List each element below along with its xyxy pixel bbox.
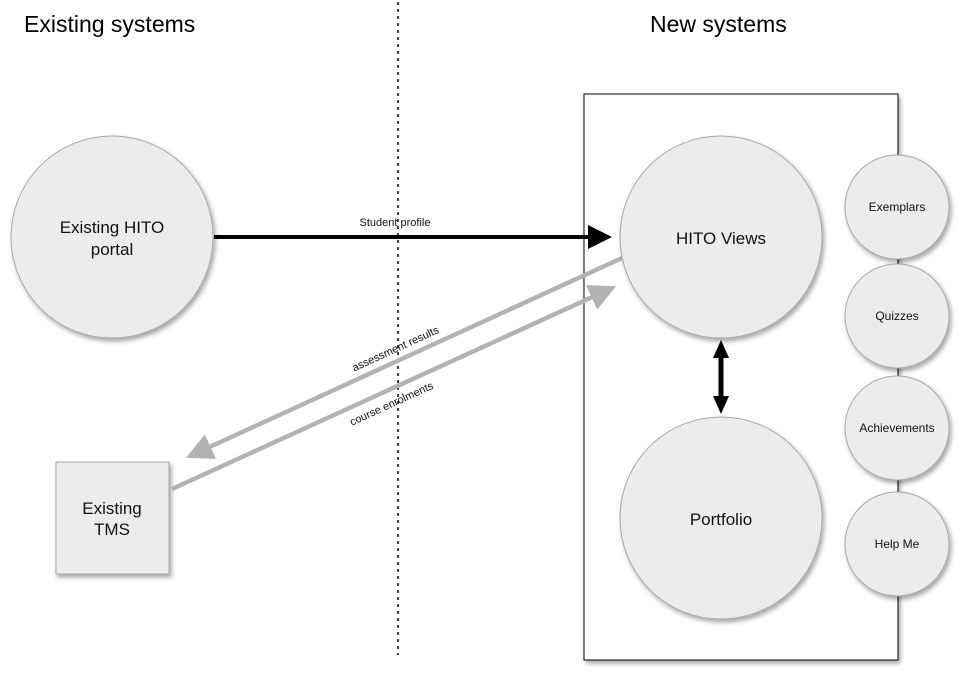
- hito-portfolio-arrowhead-down: [713, 396, 729, 414]
- exemplars-node: Exemplars: [844, 154, 950, 260]
- existing-systems-heading: Existing systems: [24, 11, 196, 37]
- achievements-label: Achievements: [859, 421, 934, 435]
- assessment-results-arrow: [185, 255, 623, 459]
- help-me-node: Help Me: [844, 491, 950, 597]
- portfolio-label: Portfolio: [690, 510, 752, 529]
- quizzes-node: Quizzes: [844, 263, 950, 369]
- existing-hito-portal-label-line1: Existing HITO: [60, 218, 165, 237]
- existing-tms-label-line2: TMS: [94, 520, 130, 539]
- existing-hito-portal-node: Existing HITO portal: [10, 135, 214, 339]
- achievements-node: Achievements: [844, 375, 950, 481]
- new-systems-heading: New systems: [650, 11, 787, 37]
- portfolio-node: Portfolio: [619, 416, 823, 620]
- existing-tms-label-line1: Existing: [82, 499, 142, 518]
- course-enrolments-arrow: [171, 285, 617, 492]
- hito-portfolio-arrowhead-up: [713, 340, 729, 358]
- student-profile-label: Student profile: [360, 217, 431, 229]
- exemplars-label: Exemplars: [869, 200, 926, 214]
- existing-tms-node: Existing TMS: [55, 461, 170, 575]
- help-me-label: Help Me: [875, 537, 920, 551]
- hito-views-node: HITO Views: [619, 135, 823, 339]
- hito-views-label: HITO Views: [676, 229, 766, 248]
- quizzes-label: Quizzes: [875, 309, 918, 323]
- existing-hito-portal-label-line2: portal: [91, 240, 134, 259]
